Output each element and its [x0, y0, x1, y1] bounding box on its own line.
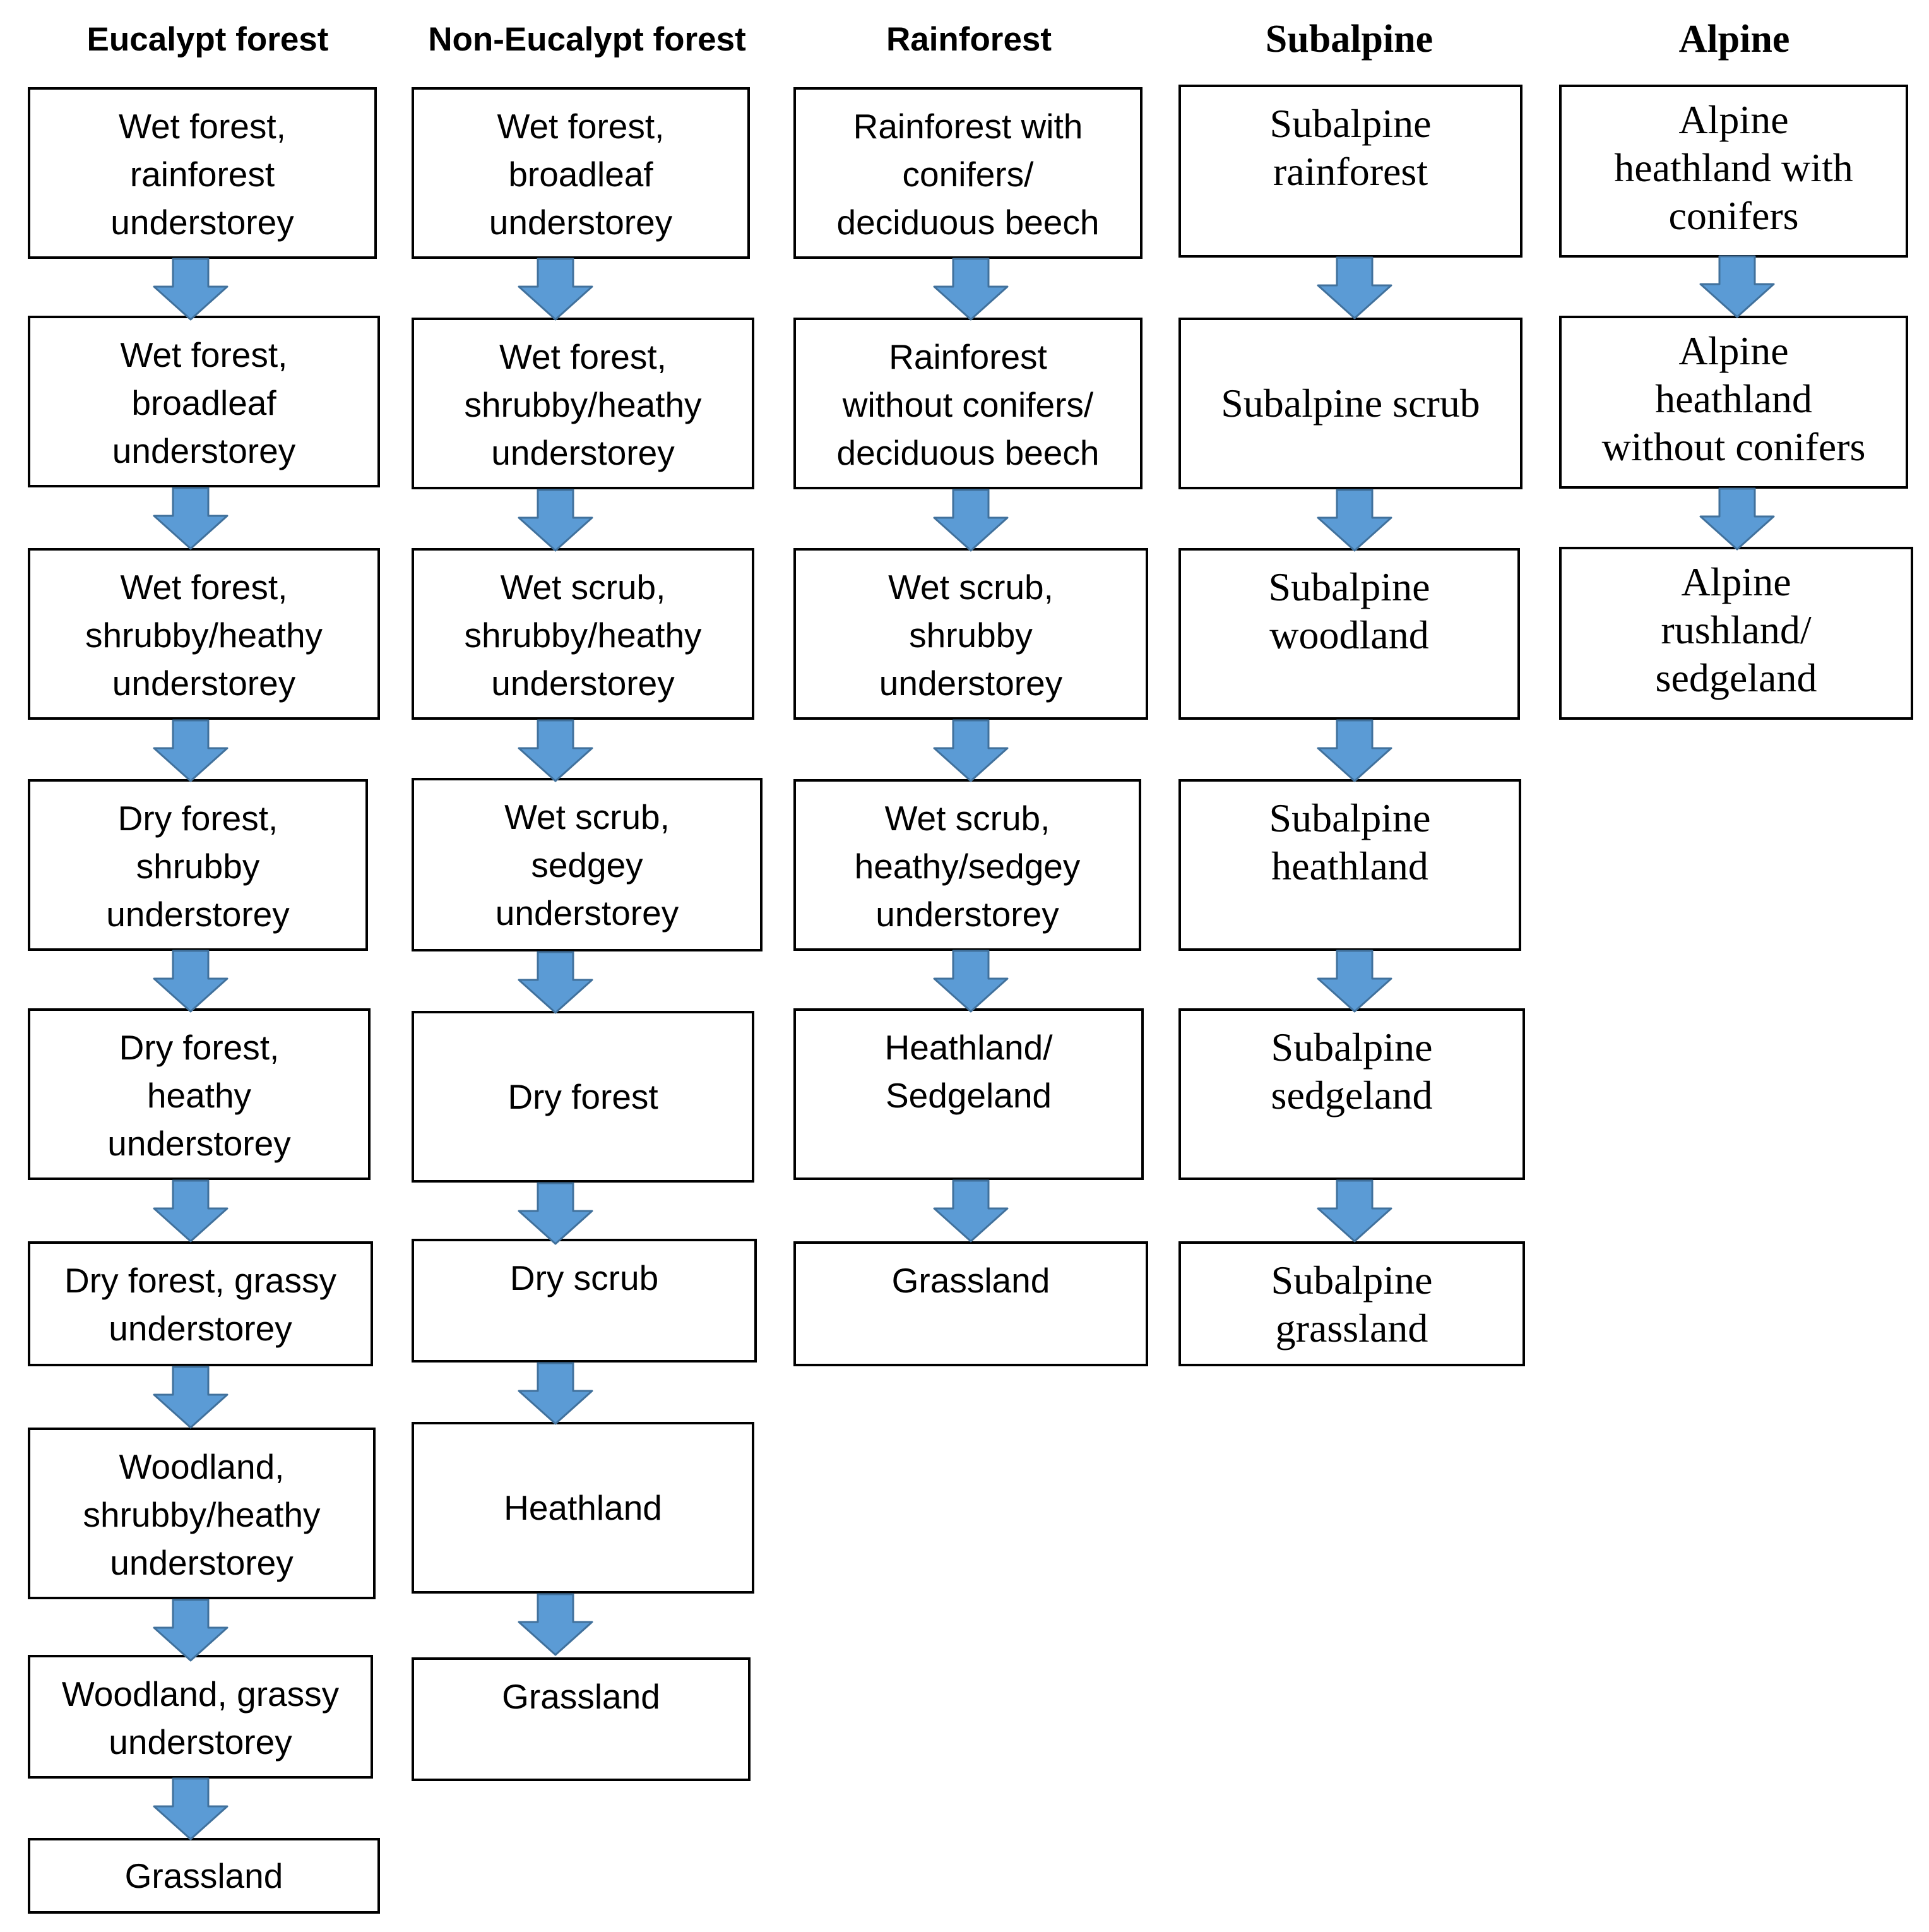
flow-arrow-down-icon: [933, 489, 1009, 552]
flow-arrow-down-icon: [933, 258, 1009, 321]
box-label: Dry scrub: [509, 1258, 659, 1297]
flow-arrow-down-icon: [1317, 719, 1392, 782]
flow-arrow-down-icon: [153, 1777, 229, 1840]
box-label: Grassland: [891, 1261, 1050, 1300]
column-title-alpine: Alpine: [1678, 17, 1790, 61]
flow-arrow-down-icon: [933, 1179, 1009, 1243]
column-title-rainforest: Rainforest: [886, 20, 1052, 58]
column-title-eucalypt-forest: Eucalypt forest: [86, 20, 329, 58]
non-eucalypt-box-7: Heathland: [412, 1422, 754, 1594]
flow-arrow-down-icon: [153, 258, 229, 321]
flow-arrow-down-icon: [153, 1599, 229, 1662]
column-title-subalpine: Subalpine: [1265, 17, 1433, 61]
flow-arrow-down-icon: [153, 1179, 229, 1243]
box-label: Heathland: [504, 1488, 662, 1527]
flow-arrow-down-icon: [1317, 256, 1392, 319]
flow-arrow-down-icon: [518, 951, 593, 1014]
column-title-non-eucalypt-forest: Non-Eucalypt forest: [428, 20, 746, 58]
eucalypt-box-9: Grassland: [28, 1838, 380, 1914]
flow-arrow-down-icon: [1317, 1179, 1392, 1243]
flow-arrow-down-icon: [518, 719, 593, 782]
flow-arrow-down-icon: [153, 487, 229, 550]
box-label: Subalpine scrub: [1221, 381, 1480, 426]
flow-arrow-down-icon: [1699, 255, 1775, 318]
box-label: Heathland/Sedgeland: [884, 1028, 1053, 1115]
flow-arrow-down-icon: [1699, 487, 1775, 551]
non-eucalypt-box-8: Grassland: [412, 1657, 751, 1781]
box-label: Grassland: [124, 1856, 283, 1895]
flow-arrow-down-icon: [518, 258, 593, 321]
rainforest-box-6: Grassland: [793, 1241, 1148, 1366]
flow-arrow-down-icon: [1317, 489, 1392, 552]
flow-arrow-down-icon: [518, 1182, 593, 1245]
box-label: Grassland: [502, 1677, 660, 1716]
rainforest-box-5: Heathland/Sedgeland: [793, 1008, 1144, 1180]
non-eucalypt-box-6: Dry scrub: [412, 1239, 757, 1363]
flow-arrow-down-icon: [518, 1362, 593, 1425]
flow-arrow-down-icon: [153, 950, 229, 1013]
flow-arrow-down-icon: [518, 489, 593, 552]
flow-arrow-down-icon: [518, 1593, 593, 1656]
flow-arrow-down-icon: [933, 719, 1009, 782]
subalpine-box-2: Subalpine scrub: [1178, 318, 1522, 489]
non-eucalypt-box-5: Dry forest: [412, 1011, 754, 1183]
flow-arrow-down-icon: [1317, 950, 1392, 1013]
box-label: Dry forest: [507, 1077, 658, 1116]
flow-arrow-down-icon: [153, 719, 229, 782]
flow-arrow-down-icon: [933, 950, 1009, 1013]
flow-arrow-down-icon: [153, 1366, 229, 1429]
